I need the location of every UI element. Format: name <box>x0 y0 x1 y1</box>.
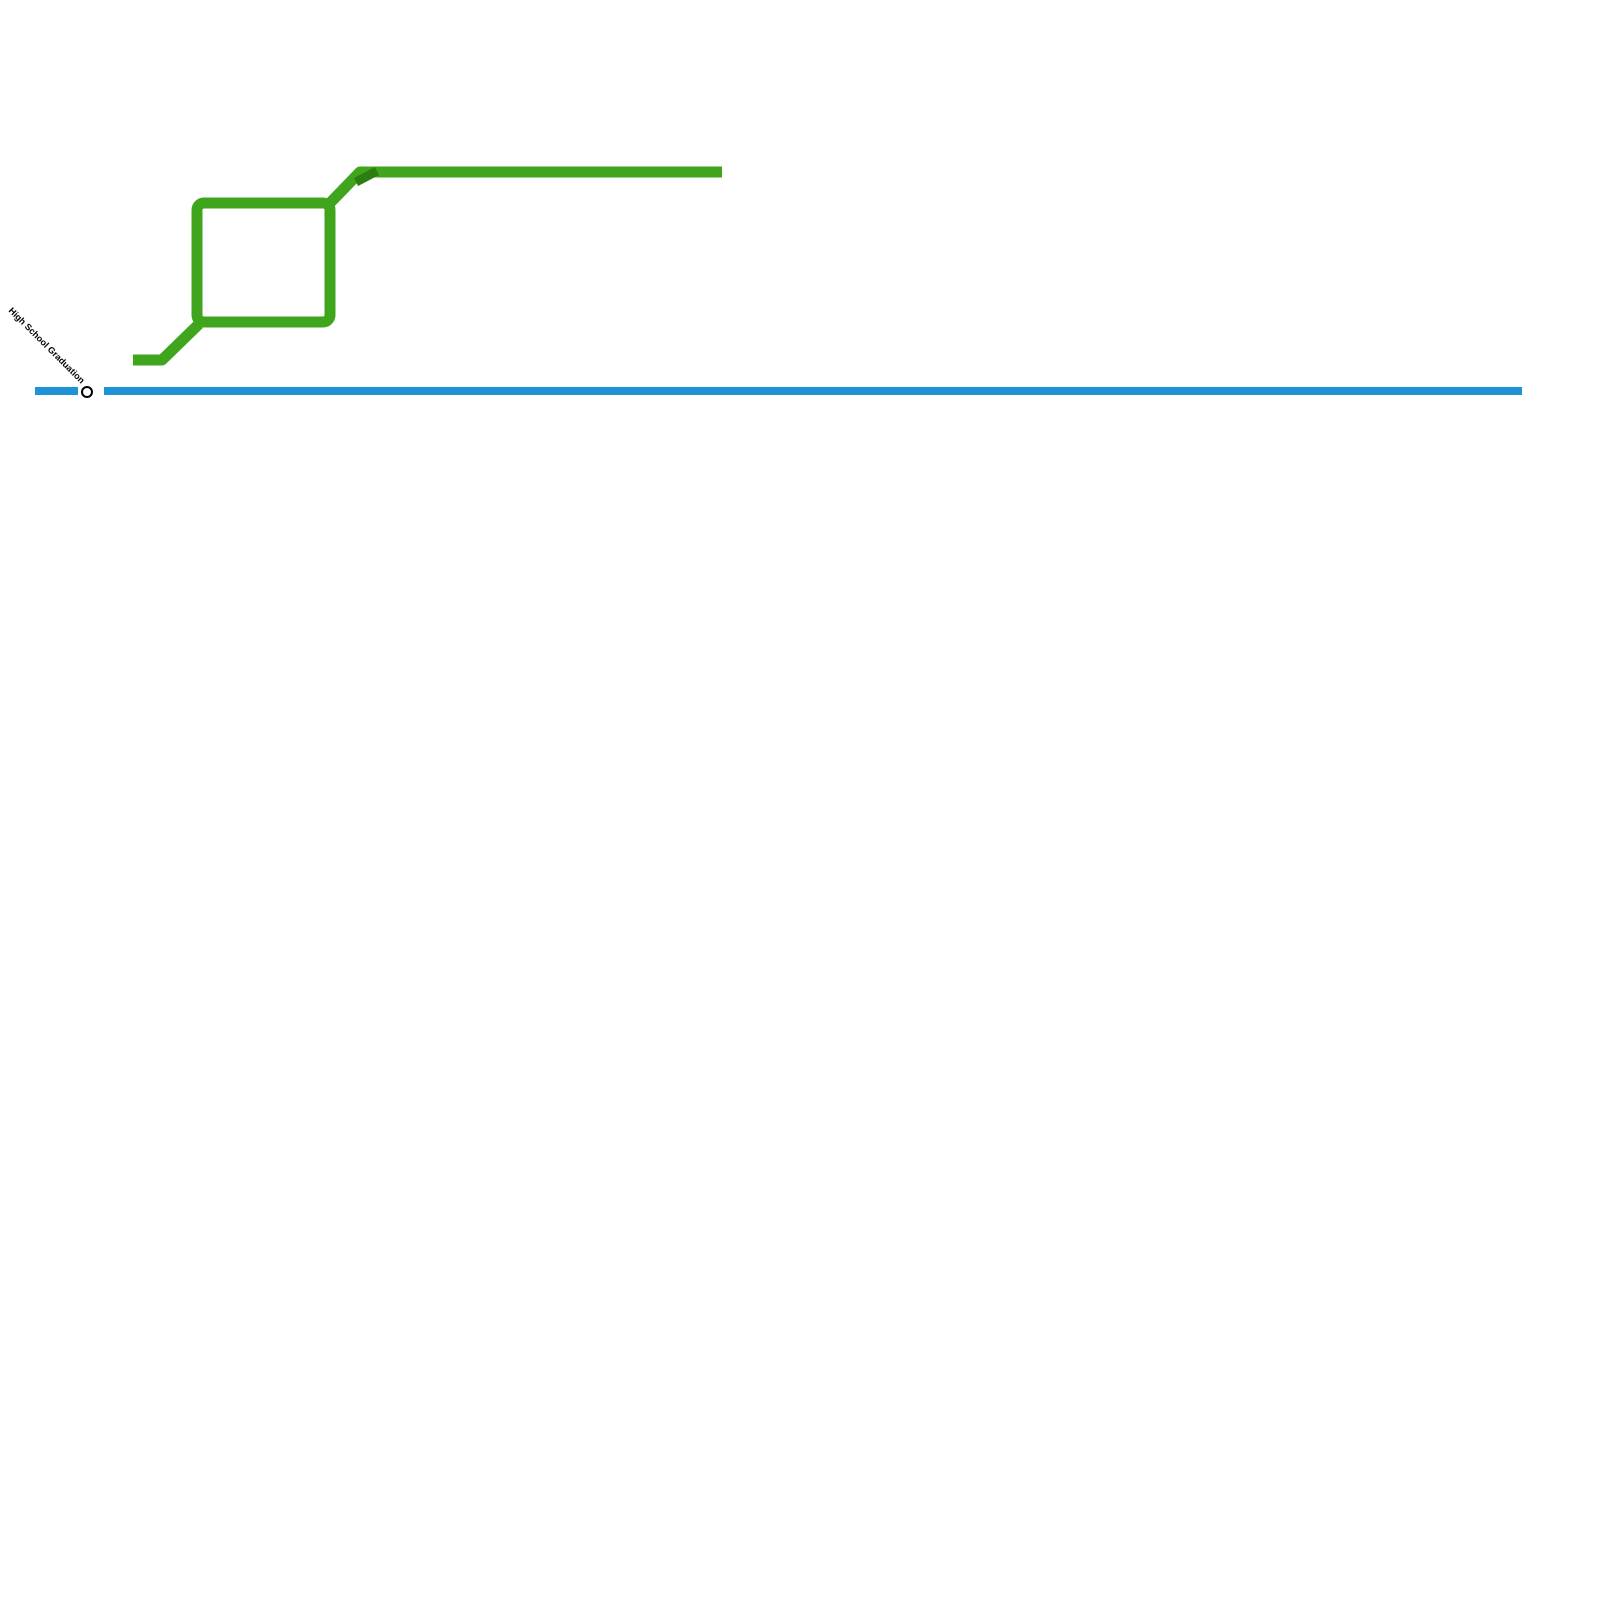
station-marker-high-school-graduation[interactable] <box>81 386 93 398</box>
green-loop <box>191 197 336 328</box>
station-label-high-school-graduation: High School Graduation <box>7 306 87 386</box>
green-branch-segment <box>326 166 722 207</box>
green-junction-notch <box>353 167 380 186</box>
green-entry-segment <box>133 320 203 366</box>
